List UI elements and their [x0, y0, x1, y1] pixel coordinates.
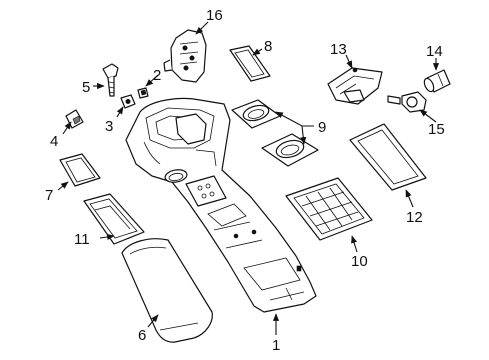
- callout-7: 7: [45, 187, 53, 204]
- callout-2: 2: [153, 67, 161, 84]
- callout-3: 3: [105, 118, 113, 135]
- callout-8: 8: [264, 38, 272, 55]
- part-9-cupholder-upper: [231, 99, 281, 129]
- callout-labels: 1 2 3 4 5 6 7 8 9 10 11 12 13 14 15 16: [45, 7, 445, 354]
- callout-10: 10: [351, 253, 368, 270]
- part-7-cover: [59, 153, 101, 187]
- part-16-connector: [163, 29, 207, 83]
- part-12-mat: [349, 123, 427, 191]
- callout-1: 1: [272, 337, 280, 354]
- part-3-nut: [120, 94, 136, 109]
- part-14-bulb: [423, 69, 451, 93]
- part-13-housing: [327, 67, 383, 105]
- callout-4: 4: [50, 133, 58, 150]
- callout-13: 13: [330, 41, 347, 58]
- callout-15: 15: [428, 121, 445, 138]
- callout-14: 14: [426, 43, 443, 60]
- part-1-console-body: [125, 97, 317, 313]
- callout-11: 11: [74, 231, 90, 248]
- leader-lines: [57, 21, 440, 335]
- callout-5: 5: [82, 79, 90, 96]
- part-15-socket: [387, 91, 427, 113]
- part-6-armrest: [121, 238, 213, 343]
- part-10-tray: [285, 177, 373, 241]
- part-2-clip: [137, 87, 149, 99]
- part-5-fastener: [102, 63, 119, 97]
- callout-16: 16: [206, 7, 223, 24]
- callout-9: 9: [318, 119, 326, 136]
- part-8-bezel: [229, 45, 271, 82]
- part-9-cupholder-lower: [261, 133, 319, 167]
- callout-6: 6: [138, 327, 146, 344]
- callout-12: 12: [406, 209, 423, 226]
- part-11-bin: [83, 193, 145, 245]
